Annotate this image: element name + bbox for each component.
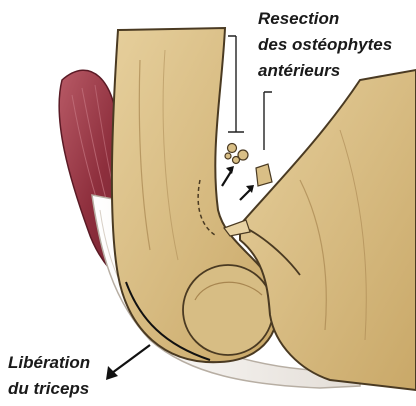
resection-label: Resection des ostéophytes antérieurs xyxy=(258,9,397,80)
osteophyte-fragments xyxy=(225,144,272,187)
resection-label-line2: des ostéophytes xyxy=(258,35,392,54)
resection-arrows xyxy=(222,166,254,200)
humerus-bone xyxy=(112,28,278,362)
liberation-label-line1: Libération xyxy=(8,353,90,372)
liberation-label-line2: du triceps xyxy=(8,379,89,398)
resection-label-line1: Resection xyxy=(258,9,339,28)
liberation-label: Libération du triceps xyxy=(8,353,95,398)
resection-label-line3: antérieurs xyxy=(258,61,340,80)
